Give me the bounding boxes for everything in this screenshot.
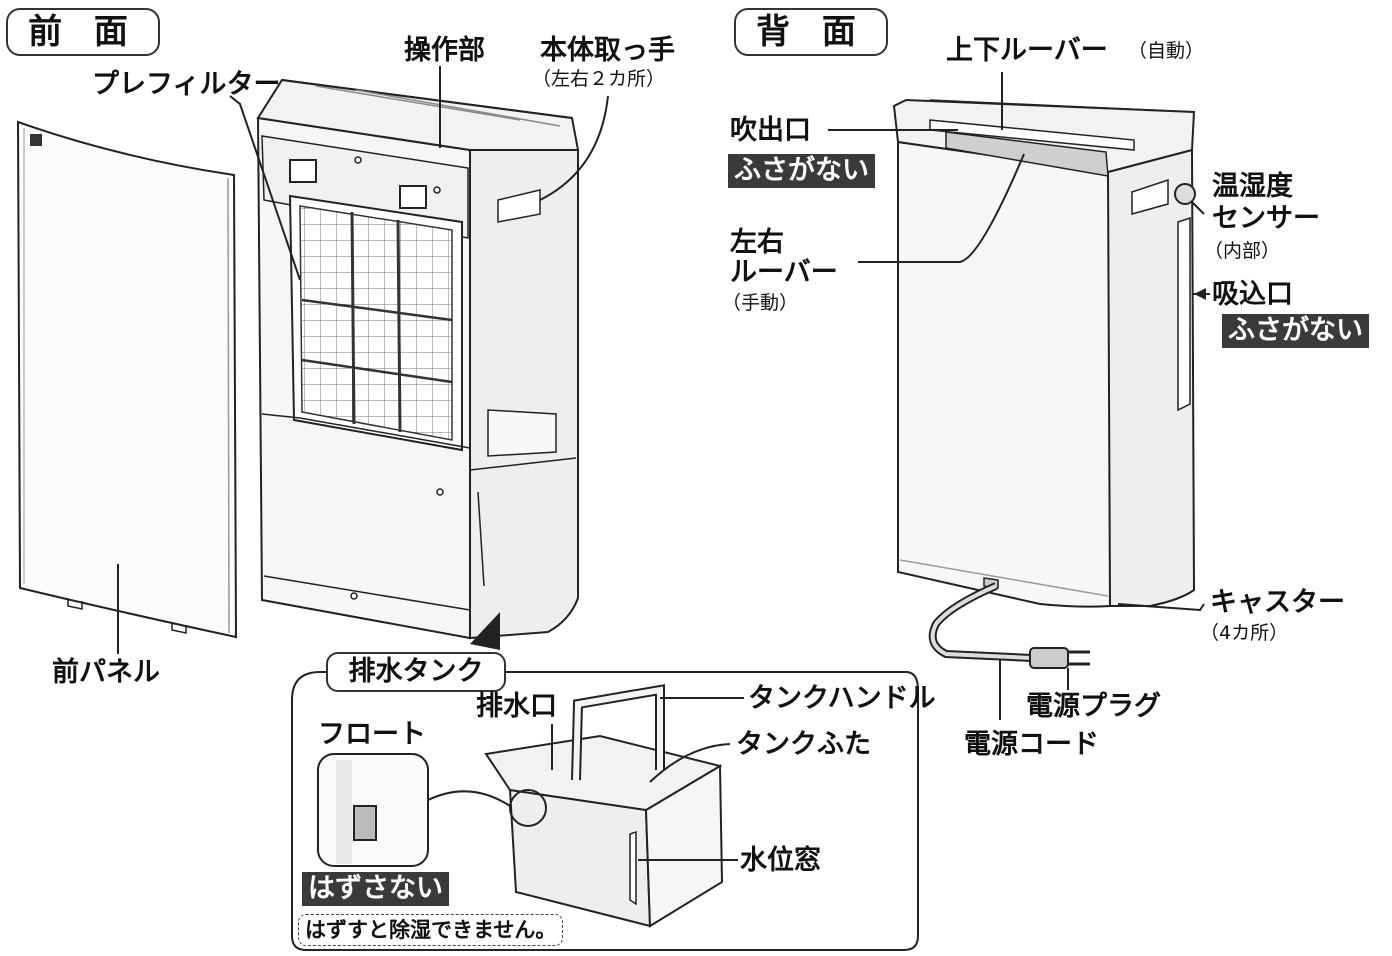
label-float-note: はずすと除湿できません。 xyxy=(298,914,564,946)
label-tank-handle: タンクハンドル xyxy=(748,683,936,714)
label-vertical-louver: 上下ルーバー xyxy=(946,35,1108,66)
label-horizontal-louver-2: ルーバー xyxy=(730,257,838,288)
label-outlet: 吹出口 xyxy=(730,115,811,146)
label-sensor-1: 温湿度 xyxy=(1212,171,1293,202)
label-tank-lid: タンクふた xyxy=(736,729,871,760)
label-prefilter: プレフィルター xyxy=(92,69,281,100)
label-water-window: 水位窓 xyxy=(740,845,821,876)
front-panel-drawing xyxy=(16,120,238,639)
front-heading: 前 面 xyxy=(6,8,160,56)
label-operation-panel: 操作部 xyxy=(404,35,485,66)
label-float: フロート xyxy=(318,719,426,750)
label-sensor-2: センサー xyxy=(1212,203,1320,234)
label-front-panel: 前パネル xyxy=(52,657,160,688)
label-horizontal-louver-1: 左右 xyxy=(730,227,784,258)
label-inlet-warning: ふさがない xyxy=(1222,314,1369,348)
back-heading: 背 面 xyxy=(734,8,888,56)
tank-heading: 排水タンク xyxy=(326,652,506,692)
tank-drawing xyxy=(484,684,724,928)
tank-inset-frame xyxy=(291,671,919,951)
label-sensor-note: （内部） xyxy=(1204,240,1281,262)
float-inset xyxy=(317,753,511,867)
label-casters: キャスター xyxy=(1210,587,1345,618)
label-plug: 電源プラグ xyxy=(1026,691,1161,722)
label-inlet: 吸込口 xyxy=(1212,279,1293,310)
label-drain: 排水口 xyxy=(476,691,557,722)
label-vertical-louver-note: （自動） xyxy=(1128,40,1205,62)
label-handle-note: （左右２カ所） xyxy=(532,68,666,90)
label-cord: 電源コード xyxy=(964,729,1099,760)
label-casters-note: （4カ所） xyxy=(1200,622,1289,644)
label-horizontal-louver-note: （手動） xyxy=(722,292,799,314)
label-outlet-warning: ふさがない xyxy=(728,154,875,188)
back-unit-drawing xyxy=(892,98,1196,669)
label-handle: 本体取っ手 xyxy=(540,35,675,66)
label-float-warning: はずさない xyxy=(302,872,449,906)
front-unit-drawing xyxy=(256,78,580,640)
